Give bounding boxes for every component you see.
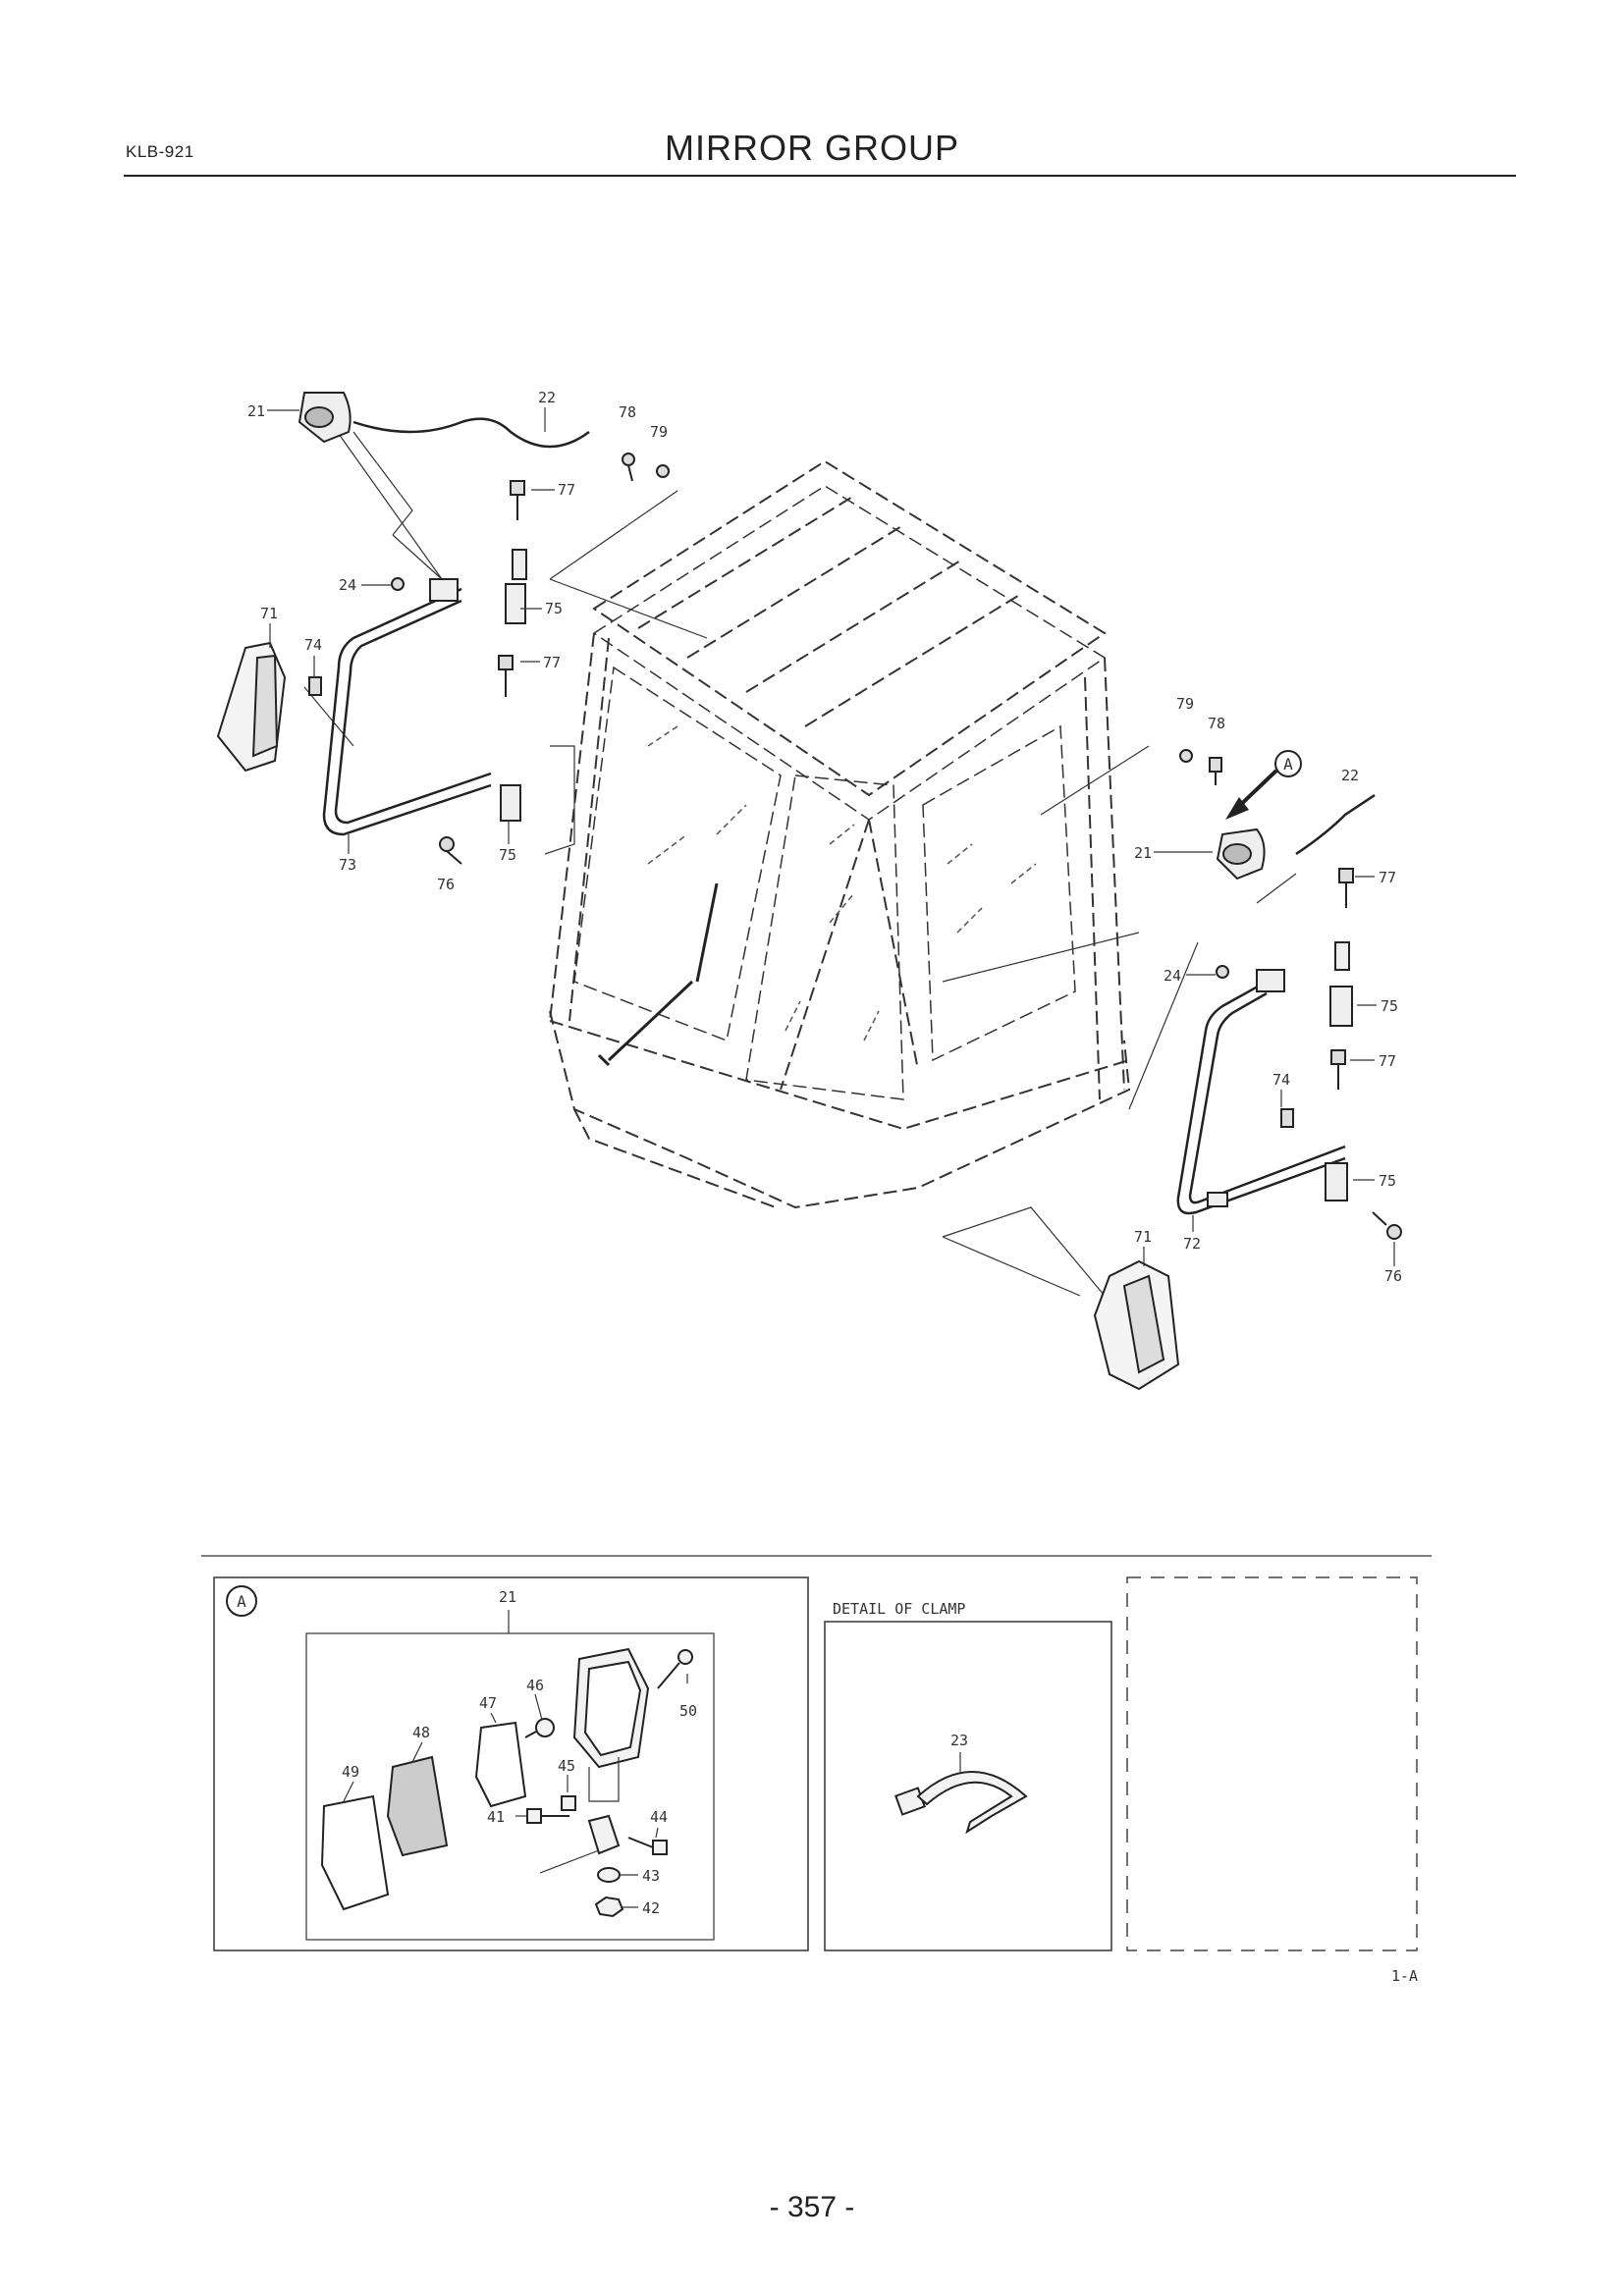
label-46: 46: [526, 1677, 544, 1694]
label-74-right: 74: [1272, 1071, 1290, 1089]
right-fasteners: [1179, 749, 1402, 1240]
detail-a-marker-circle: [226, 1585, 257, 1617]
empty-detail-panel: [1126, 1576, 1418, 1951]
label-77-left-mid: 77: [543, 654, 561, 671]
label-76-right: 76: [1384, 1267, 1402, 1285]
header-rule: [124, 175, 1516, 177]
label-24-right: 24: [1164, 967, 1181, 985]
label-47: 47: [479, 1694, 497, 1712]
left-brackets: [429, 549, 527, 822]
detail-a-panel: [213, 1576, 809, 1951]
label-41: 41: [487, 1808, 505, 1826]
label-79-left: 79: [650, 423, 668, 441]
label-71-left: 71: [260, 605, 278, 622]
label-22-left: 22: [538, 389, 556, 406]
label-43: 43: [642, 1867, 660, 1885]
detail-a-labels: 21 46 47 48 49 50 45 41 44 43 42: [342, 1588, 697, 1917]
label-75-left-top: 75: [545, 600, 563, 617]
label-pointers: [267, 407, 1395, 1266]
label-75-right-bottom: 75: [1379, 1172, 1396, 1190]
label-23: 23: [950, 1732, 968, 1749]
lamp-exploded-view: [320, 1647, 693, 1918]
label-75-left-bottom: 75: [499, 846, 516, 864]
detail-a-inner-frame: [305, 1632, 715, 1941]
label-49: 49: [342, 1763, 359, 1781]
label-77-right-top: 77: [1379, 869, 1396, 886]
label-74-left: 74: [304, 636, 322, 654]
left-mirror-arm: [322, 587, 492, 836]
label-21-detail: 21: [499, 1588, 516, 1606]
cab-drawing: [549, 459, 1131, 1209]
label-48: 48: [412, 1724, 430, 1741]
clamp-detail-panel: [824, 1621, 1112, 1951]
callout-a-letter: A: [1283, 755, 1293, 774]
label-21-right: 21: [1134, 844, 1152, 862]
label-42: 42: [642, 1899, 660, 1917]
glass-reflections: [647, 725, 1037, 1041]
main-labels: 21 22 78 79 77 24 75 71 74 77 73 75 76 7…: [247, 389, 1402, 1285]
label-24-left: 24: [339, 576, 356, 594]
label-22-right: 22: [1341, 767, 1359, 784]
right-work-light: [1216, 828, 1266, 881]
right-mirror-arm: [1176, 980, 1346, 1215]
callout-arrow-a: [1225, 750, 1302, 820]
label-77-left-top: 77: [558, 481, 575, 499]
wiper: [597, 882, 719, 1067]
left-cable: [352, 417, 590, 449]
sheet-reference: 1-A: [1391, 1967, 1418, 1985]
label-78-right: 78: [1208, 715, 1225, 732]
leader-lines: [303, 426, 1297, 1326]
detail-a-marker: A: [237, 1592, 246, 1611]
page-title: MIRROR GROUP: [665, 128, 959, 168]
left-mirror: [216, 641, 287, 773]
label-76-left: 76: [437, 876, 455, 893]
label-50: 50: [679, 1702, 697, 1720]
label-77-right-mid: 77: [1379, 1052, 1396, 1070]
label-71-right: 71: [1134, 1228, 1152, 1246]
label-73: 73: [339, 856, 356, 874]
label-21-left: 21: [247, 402, 265, 420]
label-78-left: 78: [619, 403, 636, 421]
left-work-light: [298, 392, 352, 444]
label-44: 44: [650, 1808, 668, 1826]
document-code: KLB-921: [126, 142, 194, 161]
lamp-leader-lines: [343, 1610, 688, 1908]
label-79-right: 79: [1176, 695, 1194, 713]
label-75-right-top: 75: [1380, 997, 1398, 1015]
right-brackets: [1207, 941, 1353, 1207]
left-fasteners: [308, 453, 670, 865]
clamp-detail-title: DETAIL OF CLAMP: [833, 1600, 965, 1618]
right-mirror: [1093, 1259, 1180, 1391]
clamp-drawing: [894, 1771, 1028, 1835]
label-45: 45: [558, 1757, 575, 1775]
label-72: 72: [1183, 1235, 1201, 1253]
right-cable: [1295, 793, 1376, 856]
page-number: - 357 -: [769, 2191, 855, 2223]
